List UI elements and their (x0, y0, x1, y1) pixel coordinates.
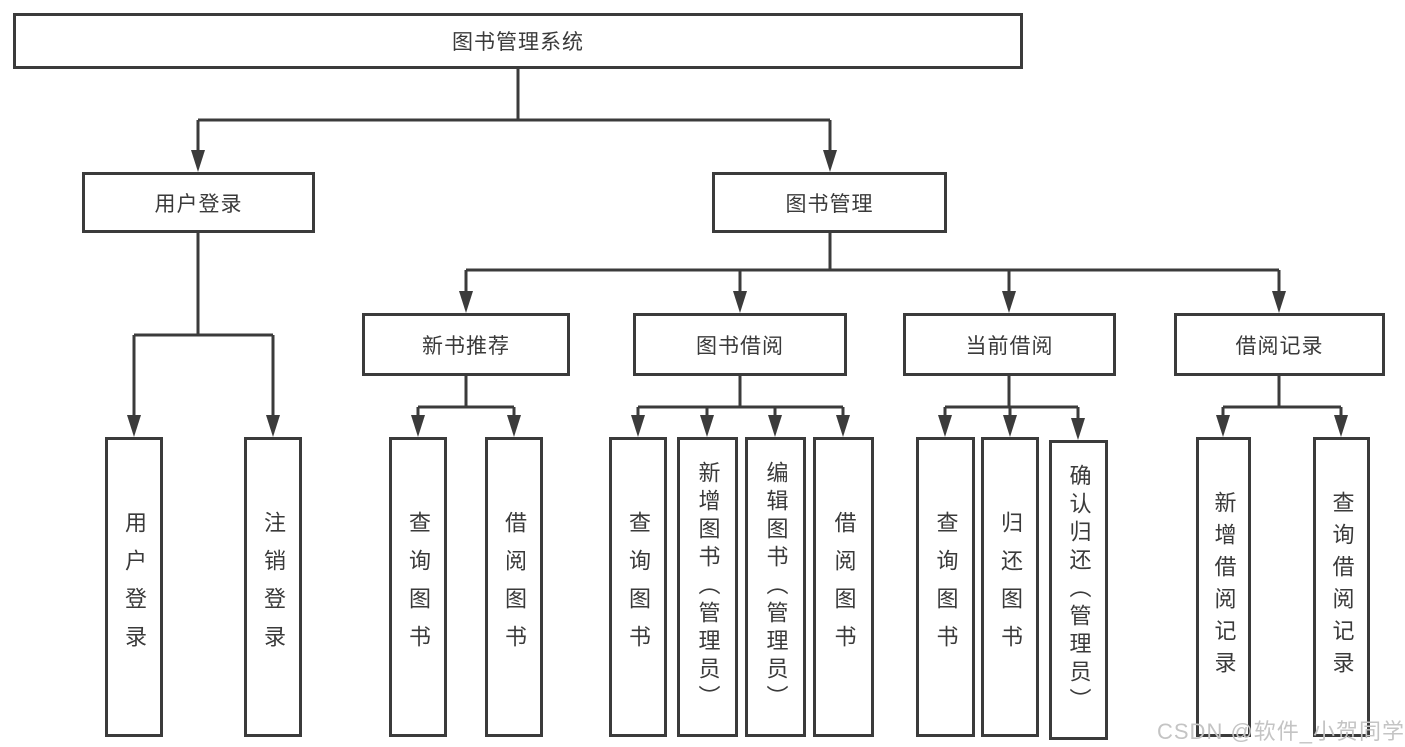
arrowhead (733, 291, 747, 313)
leaf-query-borrow-record: 查询借阅记录 (1313, 437, 1370, 737)
connector-borrow-record (1221, 376, 1343, 417)
node-label: 查询借阅记录 (1329, 491, 1355, 683)
arrowhead (411, 415, 425, 437)
node-label: 编辑图书（管理员） (763, 461, 789, 713)
connector-book-borrow (636, 376, 845, 417)
connector-current-borrow (943, 376, 1080, 420)
node-label: 图书管理 (785, 192, 874, 216)
leaf-borrow-query-books: 查询图书 (609, 437, 667, 737)
arrowhead (1003, 415, 1017, 437)
arrowhead (1071, 418, 1085, 440)
leaf-edit-book-admin: 编辑图书（管理员） (745, 437, 806, 737)
connector-root-to-level2 (196, 68, 832, 152)
node-label: 用户登录 (154, 192, 243, 216)
arrowhead (631, 415, 645, 437)
connector-user-login (132, 232, 275, 417)
node-label: 查询图书 (406, 511, 431, 663)
arrowhead (700, 415, 714, 437)
node-label: 查询图书 (933, 511, 959, 663)
leaf-borrow-books: 借阅图书 (813, 437, 874, 737)
leaf-current-query-books: 查询图书 (916, 437, 975, 737)
node-label: 图书借阅 (696, 334, 784, 358)
node-root-system: 图书管理系统 (13, 13, 1023, 69)
leaf-confirm-return-admin: 确认归还（管理员） (1049, 440, 1108, 740)
leaf-add-book-admin: 新增图书（管理员） (677, 437, 738, 737)
arrowhead (266, 415, 280, 437)
arrowhead (768, 415, 782, 437)
arrowhead (938, 415, 952, 437)
arrowhead (1216, 415, 1230, 437)
node-label: 新书推荐 (422, 334, 510, 358)
node-label: 新增借阅记录 (1211, 491, 1237, 683)
node-label: 图书管理系统 (452, 31, 584, 54)
node-label: 确认归还（管理员） (1066, 464, 1092, 716)
arrowhead (459, 291, 473, 313)
leaf-logout: 注销登录 (244, 437, 302, 737)
arrowhead (1334, 415, 1348, 437)
connector-book-management (464, 232, 1281, 293)
node-borrow-record: 借阅记录 (1174, 313, 1385, 376)
arrowhead (1002, 291, 1016, 313)
leaf-newbook-borrow-books: 借阅图书 (485, 437, 543, 737)
arrowhead (1272, 291, 1286, 313)
node-label: 查询图书 (626, 511, 651, 663)
arrowhead (127, 415, 141, 437)
node-label: 用户登录 (122, 511, 147, 663)
csdn-watermark: CSDN @软件_小贺同学 (1157, 719, 1405, 744)
node-label: 借阅图书 (831, 511, 857, 663)
node-label: 借阅记录 (1235, 334, 1324, 358)
leaf-add-borrow-record: 新增借阅记录 (1196, 437, 1251, 737)
arrowhead (191, 150, 205, 172)
leaf-newbook-query-books: 查询图书 (389, 437, 447, 737)
node-current-borrow: 当前借阅 (903, 313, 1116, 376)
node-book-borrow: 图书借阅 (633, 313, 847, 376)
leaf-user-login: 用户登录 (105, 437, 163, 737)
connector-new-book (416, 376, 516, 417)
node-label: 新增图书（管理员） (695, 461, 721, 713)
node-label: 借阅图书 (502, 511, 527, 663)
node-new-book-recommend: 新书推荐 (362, 313, 570, 376)
node-label: 注销登录 (261, 511, 286, 663)
node-label: 当前借阅 (965, 334, 1054, 358)
node-book-management: 图书管理 (712, 172, 947, 233)
node-user-login: 用户登录 (82, 172, 315, 233)
arrowhead (836, 415, 850, 437)
node-label: 归还图书 (998, 511, 1023, 663)
leaf-return-books: 归还图书 (981, 437, 1039, 737)
arrowhead (823, 150, 837, 172)
arrowhead (507, 415, 521, 437)
